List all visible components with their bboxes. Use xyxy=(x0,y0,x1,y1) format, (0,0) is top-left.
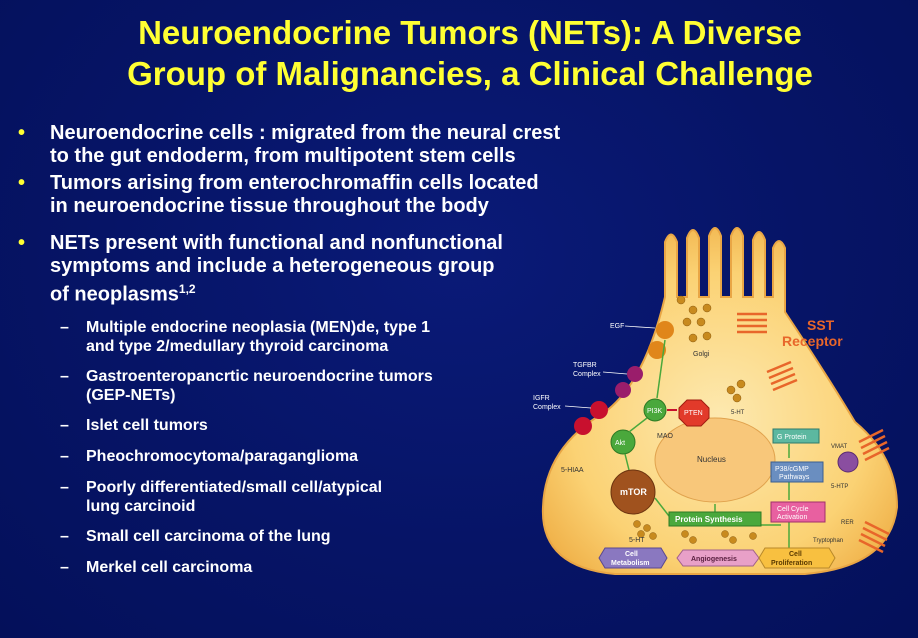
vesicle-cluster-lower xyxy=(633,520,757,544)
svg-text:Cell: Cell xyxy=(625,551,638,558)
svg-text:Complex: Complex xyxy=(533,404,561,411)
sub-item-pheochromocytoma: – Pheochromocytoma/paraganglioma xyxy=(60,448,359,465)
nucleus xyxy=(654,417,776,503)
egf-receptor-ball xyxy=(656,321,674,339)
title-line-2: Group of Malignancies, a Clinical Challe… xyxy=(127,55,813,92)
vmat-node xyxy=(837,451,859,473)
svg-text:MAO: MAO xyxy=(657,433,674,440)
protein-synthesis-box xyxy=(668,511,762,527)
bullet-neuroendocrine-cells: • Neuroendocrine cells : migrated from t… xyxy=(18,122,561,167)
sub-item-gep-nets: – Gastroenteropancrtic neuroendocrine tu… xyxy=(60,368,433,404)
sub-bullet-list: – Multiple endocrine neoplasia (MEN)de, … xyxy=(60,318,510,577)
net-cell-diagram: Nucleus EGF TGFBR Complex IGFR Complex G… xyxy=(533,227,899,575)
bullet-dot: • xyxy=(18,172,26,194)
svg-text:5-HIAA: 5-HIAA xyxy=(561,467,584,474)
cell-cycle-box xyxy=(770,501,826,523)
main-bullet-list: • Neuroendocrine cells : migrated from t… xyxy=(18,122,678,307)
svg-text:Cell: Cell xyxy=(789,551,802,558)
title-line-1: Neuroendocrine Tumors (NETs): A Diverse xyxy=(138,14,802,51)
citation-superscript: 1,2 xyxy=(178,282,196,296)
vesicle-cluster-5ht xyxy=(726,379,746,403)
pten-node xyxy=(678,399,710,427)
receptor-ball xyxy=(615,382,631,398)
igfr-receptor-ball xyxy=(590,401,608,419)
svg-text:mTOR: mTOR xyxy=(620,487,647,497)
receptor-ball xyxy=(648,341,666,359)
svg-text:P38/cGMP: P38/cGMP xyxy=(775,466,809,473)
sub-item-islet-cell: – Islet cell tumors xyxy=(60,417,208,434)
svg-text:5-HTP: 5-HTP xyxy=(831,484,848,490)
cell-metabolism-box xyxy=(598,547,668,569)
svg-text:Angiogenesis: Angiogenesis xyxy=(691,556,737,563)
svg-text:Proliferation: Proliferation xyxy=(771,560,812,567)
svg-text:Activation: Activation xyxy=(777,514,807,521)
sub-item-merkel-cell: – Merkel cell carcinoma xyxy=(60,559,253,576)
svg-text:Akt: Akt xyxy=(615,440,625,447)
p38-cgmp-box xyxy=(770,461,824,483)
tgfbr-receptor-ball xyxy=(627,366,643,382)
mtor-node xyxy=(610,469,656,515)
svg-text:RER: RER xyxy=(841,520,854,526)
svg-text:5-HT: 5-HT xyxy=(731,410,745,416)
svg-text:5-HT: 5-HT xyxy=(629,537,645,544)
akt-node xyxy=(610,429,636,455)
svg-text:G Protein: G Protein xyxy=(777,434,807,441)
svg-text:Nucleus: Nucleus xyxy=(697,455,726,464)
pathway-arrows xyxy=(624,339,790,552)
bullet-dot: • xyxy=(18,122,26,144)
g-protein-box xyxy=(772,428,820,444)
svg-text:PTEN: PTEN xyxy=(684,410,703,417)
cell-proliferation-box xyxy=(758,547,836,569)
sub-item-poorly-differentiated: – Poorly differentiated/small cell/atypi… xyxy=(60,479,383,515)
svg-text:Cell Cycle: Cell Cycle xyxy=(777,506,809,513)
svg-text:VMAT: VMAT xyxy=(831,444,848,450)
svg-text:TGFBR: TGFBR xyxy=(573,362,597,369)
svg-text:IGFR: IGFR xyxy=(533,395,550,402)
svg-text:Complex: Complex xyxy=(573,371,601,378)
receptor-ball xyxy=(574,417,592,435)
sub-item-small-cell-lung: – Small cell carcinoma of the lung xyxy=(60,528,331,545)
svg-text:Tryptophan: Tryptophan xyxy=(813,538,843,544)
svg-text:Pathways: Pathways xyxy=(779,474,810,481)
bullet-dot: • xyxy=(18,232,26,254)
slide-title: Neuroendocrine Tumors (NETs): A Diverse … xyxy=(40,12,900,94)
svg-text:SST: SST xyxy=(807,317,835,333)
bullet-tumors-origin: • Tumors arising from enterochromaffin c… xyxy=(18,172,539,217)
pi3k-node xyxy=(643,398,667,422)
svg-text:Receptor: Receptor xyxy=(782,333,843,349)
svg-text:Metabolism: Metabolism xyxy=(611,560,650,567)
sub-item-men: – Multiple endocrine neoplasia (MEN)de, … xyxy=(60,319,431,355)
svg-text:Golgi: Golgi xyxy=(693,351,710,358)
sst-receptor xyxy=(737,312,890,554)
vesicle-cluster-golgi xyxy=(676,295,712,343)
svg-text:Protein Synthesis: Protein Synthesis xyxy=(675,515,743,524)
svg-text:EGF: EGF xyxy=(610,323,624,330)
svg-text:PI3K: PI3K xyxy=(647,408,663,415)
bullet-nets-present: • NETs present with functional and nonfu… xyxy=(18,232,503,306)
angiogenesis-box xyxy=(676,549,760,567)
